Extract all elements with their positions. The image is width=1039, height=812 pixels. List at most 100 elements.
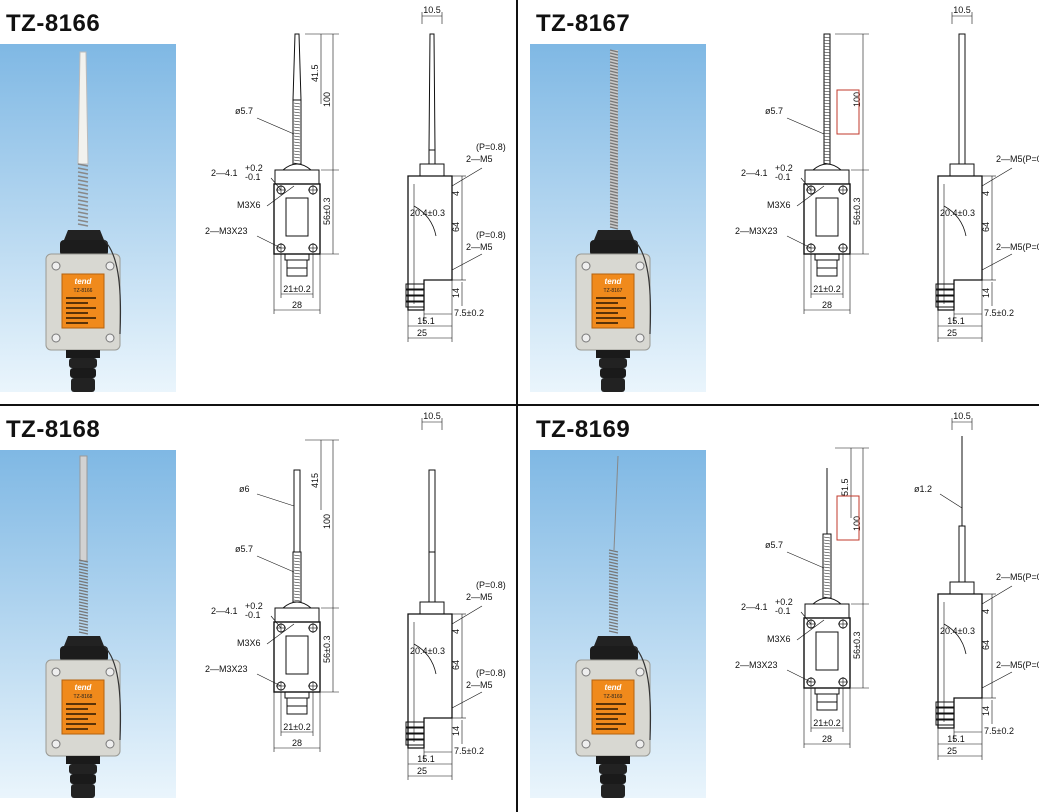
spring-outline bbox=[958, 525, 966, 583]
dim-thread-2: 2—M5(P=0.8) bbox=[996, 660, 1039, 670]
coil-line bbox=[823, 566, 831, 569]
dim-holes-top: 2—4.1 bbox=[211, 168, 238, 178]
spring-coil bbox=[609, 121, 619, 125]
spring-coil bbox=[608, 585, 619, 589]
coil-line bbox=[823, 42, 831, 45]
spring-coil bbox=[609, 130, 619, 134]
dim-holes-bottom: 2—M3X23 bbox=[735, 226, 778, 236]
gland-outline bbox=[814, 687, 840, 695]
coil-line bbox=[293, 105, 301, 108]
coil-line bbox=[293, 159, 301, 162]
dim-tip-length: 41.5 bbox=[310, 64, 320, 82]
coil-line bbox=[293, 135, 301, 138]
gland-ring bbox=[66, 350, 100, 358]
coil-line bbox=[823, 159, 831, 162]
lever-curve bbox=[943, 205, 967, 237]
spring-coil bbox=[78, 595, 89, 599]
coil-line bbox=[823, 72, 831, 75]
gland-ring bbox=[70, 774, 96, 784]
spring-coil bbox=[608, 609, 619, 613]
spring-coil bbox=[608, 597, 619, 601]
spring-coil bbox=[77, 175, 89, 179]
coil-line bbox=[293, 599, 301, 602]
spring-coil bbox=[609, 181, 619, 185]
gland-ring bbox=[935, 283, 955, 290]
spring-coil bbox=[608, 612, 619, 616]
label-print bbox=[596, 723, 626, 725]
coil-line bbox=[823, 138, 831, 141]
label-print bbox=[596, 297, 626, 299]
screw-icon bbox=[581, 739, 591, 749]
spring-coil bbox=[608, 600, 619, 604]
spring-coil bbox=[608, 567, 619, 571]
spring-coil bbox=[609, 97, 619, 101]
dim-thread-2: 2—M5 bbox=[466, 680, 493, 690]
gland-ring bbox=[405, 295, 425, 302]
spring-coil bbox=[78, 589, 89, 593]
gland-outline bbox=[814, 253, 840, 261]
spring-coil bbox=[609, 100, 619, 104]
coil-line bbox=[293, 108, 301, 111]
dim-width: 28 bbox=[292, 738, 302, 748]
label-print bbox=[66, 713, 96, 715]
gland-ring bbox=[935, 713, 955, 720]
spring-outline bbox=[428, 149, 436, 165]
screw-icon bbox=[51, 333, 61, 343]
head-top bbox=[594, 636, 634, 646]
dim-height-14: 14 bbox=[451, 726, 461, 736]
dim-height-64: 64 bbox=[981, 222, 991, 232]
leader-line bbox=[256, 493, 295, 507]
leader-line bbox=[981, 585, 1013, 605]
dim-7-5: 7.5±0.2 bbox=[984, 726, 1014, 736]
spring-coil bbox=[78, 574, 89, 578]
dim-top: 10.5 bbox=[953, 5, 971, 15]
label-print bbox=[596, 307, 626, 309]
lever-wire bbox=[633, 645, 652, 741]
spring-coil bbox=[609, 61, 619, 65]
spring-coil bbox=[78, 607, 89, 611]
screw-icon bbox=[581, 667, 591, 677]
coil-line bbox=[823, 51, 831, 54]
head-base bbox=[590, 240, 638, 256]
dim-screw: M3X6 bbox=[237, 638, 261, 648]
spring-coil bbox=[608, 627, 619, 631]
screw-icon bbox=[105, 261, 115, 271]
label-print bbox=[66, 723, 96, 725]
gland-outline bbox=[284, 253, 310, 261]
label-print bbox=[596, 718, 618, 720]
dim-height-4: 4 bbox=[981, 191, 991, 196]
spring-coil bbox=[609, 148, 619, 152]
drawing-group: 10056±0.3415ø5.7ø62—4.1+0.2-0.1M3X62—M3X… bbox=[205, 411, 506, 780]
dim-total: 100 bbox=[322, 92, 332, 107]
spring-coil bbox=[609, 73, 619, 77]
label-print bbox=[596, 312, 618, 314]
label-print bbox=[596, 728, 618, 730]
coil-line bbox=[293, 563, 301, 566]
coil-line bbox=[823, 87, 831, 90]
head-outline bbox=[949, 163, 975, 177]
dim-pitch: 21±0.2 bbox=[283, 722, 310, 732]
label-print bbox=[596, 703, 626, 705]
spring-coil bbox=[609, 82, 619, 86]
spring-coil bbox=[77, 219, 89, 223]
spring-coil bbox=[608, 588, 619, 592]
coil-line bbox=[823, 63, 831, 66]
screw-icon bbox=[51, 261, 61, 271]
spring-coil bbox=[77, 163, 89, 167]
spring-coil bbox=[609, 157, 619, 161]
highlight-box bbox=[836, 89, 860, 135]
screw-icon bbox=[581, 333, 591, 343]
coil-line bbox=[823, 545, 831, 548]
spring-coil bbox=[609, 175, 619, 179]
spring-coil bbox=[609, 85, 619, 89]
dim-holes-top: 2—4.1 bbox=[211, 606, 238, 616]
spring-coil bbox=[78, 610, 89, 614]
spring-coil bbox=[609, 154, 619, 158]
label-print bbox=[596, 317, 626, 319]
spring-coil bbox=[608, 576, 619, 580]
dim-rod-diameter: ø5.7 bbox=[765, 540, 783, 550]
spring-coil bbox=[608, 573, 619, 577]
